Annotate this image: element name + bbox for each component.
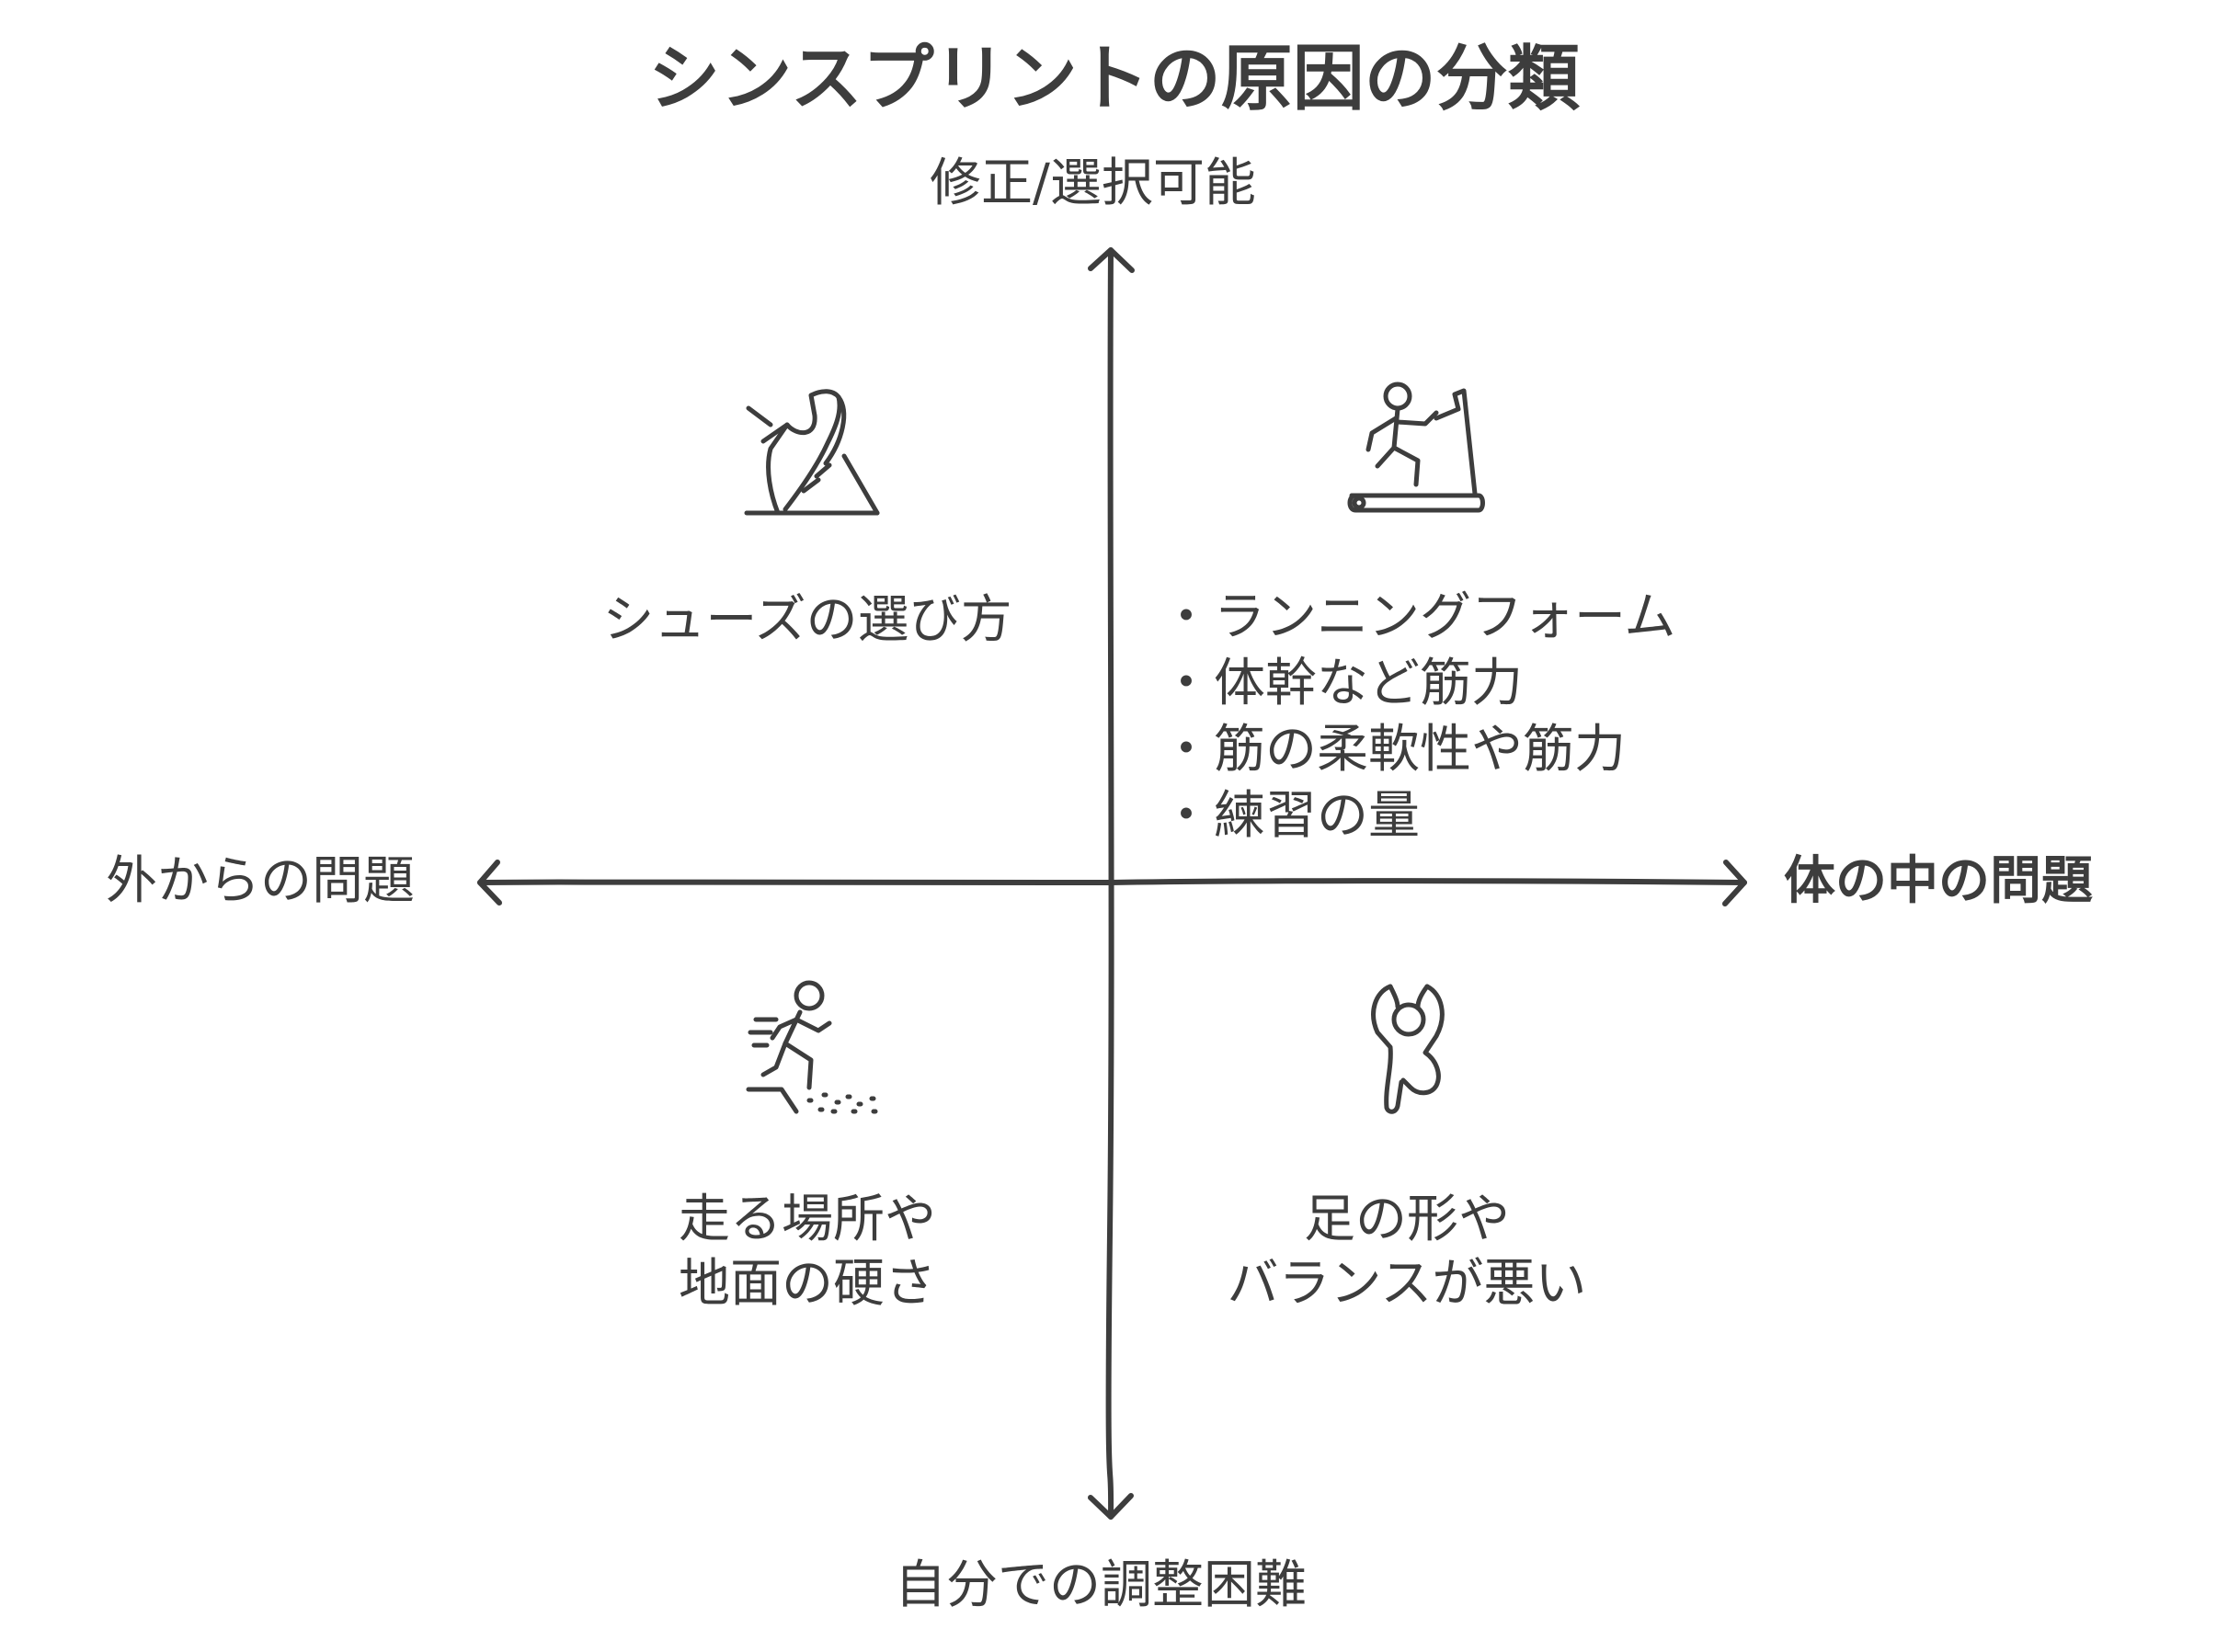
quadrant-bottom-right-label: 足の形や バランスが悪い: [1177, 1188, 1637, 1316]
unbalanced-figure-icon: [1371, 984, 1445, 1114]
quadrant-bottom-right-line1: 足の形や: [1304, 1190, 1510, 1249]
quadrant-top-right-list: ランニングフォーム 体幹など筋力 筋の柔軟性や筋力 練習の量: [1160, 585, 1675, 849]
arrowhead-down: [1088, 1493, 1134, 1520]
quadrant-bottom-left-label: 走る場所や 地面の硬さ: [577, 1188, 1037, 1316]
arrowhead-right: [1722, 860, 1747, 906]
list-item: ランニングフォーム: [1160, 585, 1675, 651]
page-title: シンスプリントの原因の分類: [648, 38, 1580, 120]
shoe-icon: [744, 389, 880, 516]
vertical-axis-line: [1105, 247, 1114, 1520]
runner-on-ground-icon: [746, 980, 878, 1114]
arrowhead-up: [1088, 247, 1135, 273]
quadrant-bottom-right-line2: バランスが悪い: [1227, 1254, 1587, 1314]
list-item: 筋の柔軟性や筋力: [1160, 717, 1675, 783]
quadrant-bottom-left-line1: 走る場所や: [679, 1190, 936, 1249]
quadrant-bottom-left-line2: 地面の硬さ: [679, 1254, 936, 1314]
arrowhead-left: [477, 860, 502, 906]
axis-label-right: 体の中の問題: [1784, 851, 2093, 911]
axis-label-bottom: 自分での調整困難: [895, 1555, 1307, 1615]
treadmill-runner-icon: [1347, 382, 1485, 513]
horizontal-axis-line: [477, 878, 1747, 886]
axis-label-left: 外からの問題: [106, 851, 415, 911]
list-item: 体幹など筋力: [1160, 651, 1675, 717]
list-item: 練習の量: [1160, 783, 1675, 849]
axis-label-top: 修正/選択可能: [930, 154, 1256, 213]
quadrant-top-left-label: シューズの選び方: [602, 590, 1012, 650]
